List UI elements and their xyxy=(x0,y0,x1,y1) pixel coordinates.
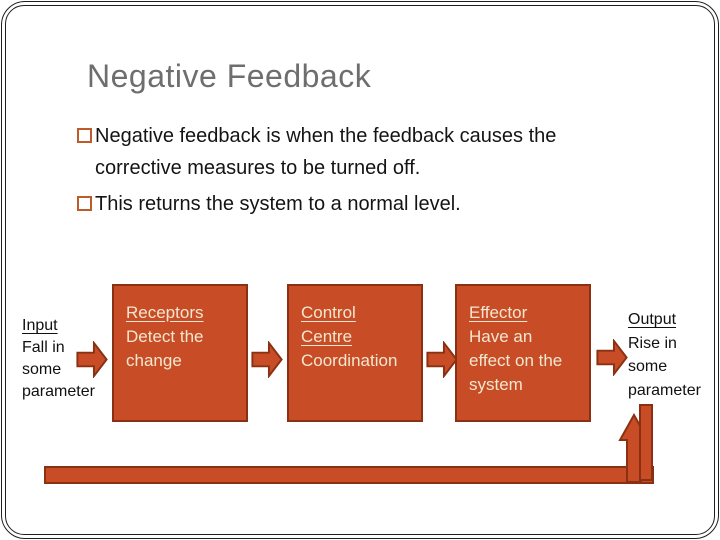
flow-box-title-line: Effector xyxy=(469,303,528,322)
bullet-text: Negative feedback is when the feedback c… xyxy=(95,120,556,184)
bullet-text: This returns the system to a normal leve… xyxy=(95,188,461,220)
arrow-right-icon xyxy=(76,341,108,378)
input-label-title: Input xyxy=(22,317,58,334)
input-label-line: some xyxy=(22,361,62,378)
output-label-line: Rise in xyxy=(628,334,677,352)
input-label: Input Fall in some parameter xyxy=(22,315,95,403)
square-bullet-icon xyxy=(77,128,92,143)
bullet-item: This returns the system to a normal leve… xyxy=(77,188,556,220)
bullet-text-line: corrective measures to be turned off. xyxy=(95,157,421,179)
bullet-list: Negative feedback is when the feedback c… xyxy=(77,120,556,220)
feedback-loop-bar xyxy=(44,466,654,484)
flow-box-body-line: Coordination xyxy=(301,351,398,370)
arrow-right-icon xyxy=(426,341,458,378)
arrow-right-icon xyxy=(596,339,628,376)
bullet-item: Negative feedback is when the feedback c… xyxy=(77,120,556,184)
flow-box-body-line: Have an xyxy=(469,327,533,346)
flow-box-receptors: Receptors Detect the change xyxy=(112,284,248,422)
output-label-line: parameter xyxy=(628,381,701,399)
square-bullet-icon xyxy=(77,196,92,211)
bullet-text-line: This returns the system to a normal leve… xyxy=(95,193,461,215)
output-label-title: Output xyxy=(628,311,677,328)
input-label-line: parameter xyxy=(22,383,95,400)
flow-box-body-line: Detect the xyxy=(126,327,204,346)
flow-box-title-line: Receptors xyxy=(126,303,204,322)
output-label-line: some xyxy=(628,358,668,375)
arrow-right-icon xyxy=(251,341,283,378)
flow-box-title-line: Control xyxy=(301,303,356,322)
input-label-line: Fall in xyxy=(22,339,65,356)
flow-box-body-line: system xyxy=(469,375,523,394)
flow-box-effector: Effector Have an effect on the system xyxy=(455,284,591,422)
flow-box-body-line: change xyxy=(126,351,182,370)
flow-box-title-line: Centre xyxy=(301,327,353,346)
feedback-loop-riser xyxy=(639,404,653,481)
output-label: Output Rise in some parameter xyxy=(628,308,701,402)
slide-title: Negative Feedback xyxy=(87,58,372,94)
flow-box-body-line: effect on the xyxy=(469,351,563,370)
bullet-text-line: Negative feedback is when the feedback c… xyxy=(95,125,557,147)
flow-box-control-centre: Control Centre Coordination xyxy=(287,284,423,422)
